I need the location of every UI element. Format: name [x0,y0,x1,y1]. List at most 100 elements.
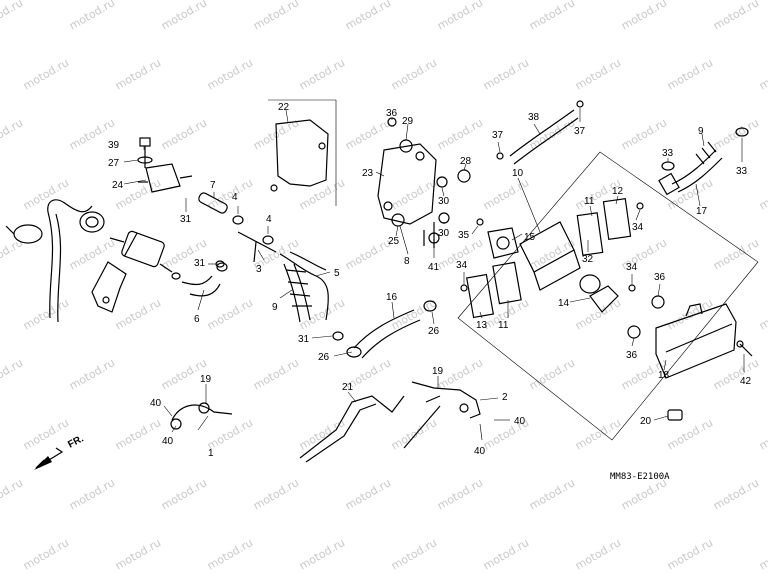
fuel-pump-part [138,163,193,193]
callout-23: 23 [362,168,374,179]
grommet-part [667,409,683,421]
watermark-text-24: motod.ru [159,0,209,33]
watermark-text-90: motod.ru [711,356,761,392]
callout-8: 8 [404,256,410,267]
callout-40c: 40 [514,416,526,427]
tube-clamp-parts [346,300,437,358]
vent-tube-part [509,109,579,165]
callout-2: 2 [502,392,508,403]
callout-4b: 4 [266,214,272,225]
watermark-text-116: motod.ru [389,536,439,572]
watermark-text-106: motod.ru [343,476,393,512]
leader-lines [123,108,745,441]
watermark-text-73: motod.ru [113,296,163,332]
watermark-text-35: motod.ru [297,56,347,92]
callout-27: 27 [108,158,120,169]
callout-10: 10 [512,168,524,179]
watermark-text-92: motod.ru [21,416,71,452]
bracket-nut-parts [387,117,471,227]
direction-arrow-icon [34,447,64,470]
watermark-text-56: motod.ru [389,176,439,212]
clip-parts [171,215,274,280]
watermark-text-72: motod.ru [21,296,71,332]
watermark-text-23: motod.ru [67,0,117,33]
callout-26b: 26 [428,326,440,337]
watermark-text-50: motod.ru [711,116,761,152]
callout-4a: 4 [232,192,238,203]
callout-24: 24 [112,180,124,191]
callout-41: 41 [428,262,440,273]
watermark-text-98: motod.ru [573,416,623,452]
callout-20: 20 [640,416,652,427]
callout-36b: 36 [654,272,666,283]
callout-40a: 40 [150,398,162,409]
callout-40d: 40 [474,446,486,457]
watermark-text-79: motod.ru [665,296,715,332]
callout-36a: 36 [386,108,398,119]
callout-34c: 34 [626,262,638,273]
callout-31c: 31 [298,334,310,345]
callout-34b: 34 [632,222,644,233]
watermark-text-26: motod.ru [343,0,393,33]
frame-lines [268,99,759,441]
watermark-text-28: motod.ru [527,0,577,33]
callout-29: 29 [402,116,414,127]
callout-28: 28 [460,156,472,167]
watermark-text-93: motod.ru [113,416,163,452]
watermark-text-95: motod.ru [297,416,347,452]
callout-33a: 33 [736,166,748,177]
watermark-text-83: motod.ru [67,356,117,392]
watermark-text-114: motod.ru [205,536,255,572]
watermark-text-102: motod.ru [0,476,25,512]
watermark-text-80: motod.ru [757,296,768,332]
watermark-text-29: motod.ru [619,0,669,33]
callout-13: 13 [476,320,488,331]
watermark-text-42: motod.ru [0,116,25,152]
tube-clip-part [79,211,105,233]
callout-17: 17 [696,206,708,217]
callout-labels: 1 2 3 4 4 5 6 7 8 9 9 10 11 11 12 13 14 … [66,102,751,482]
watermark-text-96: motod.ru [389,416,439,452]
watermark-text-38: motod.ru [573,56,623,92]
watermark-text-110: motod.ru [711,476,761,512]
watermark-text-33: motod.ru [113,56,163,92]
callout-22: 22 [278,102,290,113]
callout-15: 15 [524,232,536,243]
bracket-group-frame [268,99,337,206]
watermark-text-117: motod.ru [481,536,531,572]
callout-18: 18 [658,370,670,381]
callout-11b: 11 [584,196,595,207]
pump-bolt-part [137,137,153,168]
watermark-text-120: motod.ru [757,536,768,572]
callout-21: 21 [342,382,354,393]
hose-joint-part [198,192,228,214]
governor-arm-part [403,381,481,449]
direction-label: FR. [66,433,86,450]
filter-stay-part [91,261,127,313]
screw-parts [460,202,644,292]
diagram-code: MM83-E2100A [610,472,670,482]
watermark-text-60: motod.ru [757,176,768,212]
watermark-text-104: motod.ru [159,476,209,512]
watermark-text-25: motod.ru [251,0,301,33]
upper-bracket-part [270,119,329,192]
callout-16: 16 [386,292,398,303]
callout-30b: 30 [438,228,450,239]
watermark-text-119: motod.ru [665,536,715,572]
cover-nut-parts [627,295,665,339]
watermark-text-52: motod.ru [21,176,71,212]
watermark-text-46: motod.ru [343,116,393,152]
watermark-text-82: motod.ru [0,356,25,392]
callout-34a: 34 [456,260,468,271]
watermark-text-57: motod.ru [481,176,531,212]
watermark-text-85: motod.ru [251,356,301,392]
fuel-tube-part [47,199,93,323]
watermark-text-22: motod.ru [0,0,25,33]
callout-30a: 30 [438,196,450,207]
watermark-text-99: motod.ru [665,416,715,452]
watermark-text-107: motod.ru [435,476,485,512]
bracket-bolt-part [423,222,440,248]
parts-drawing [5,100,753,470]
callout-3: 3 [256,264,262,275]
